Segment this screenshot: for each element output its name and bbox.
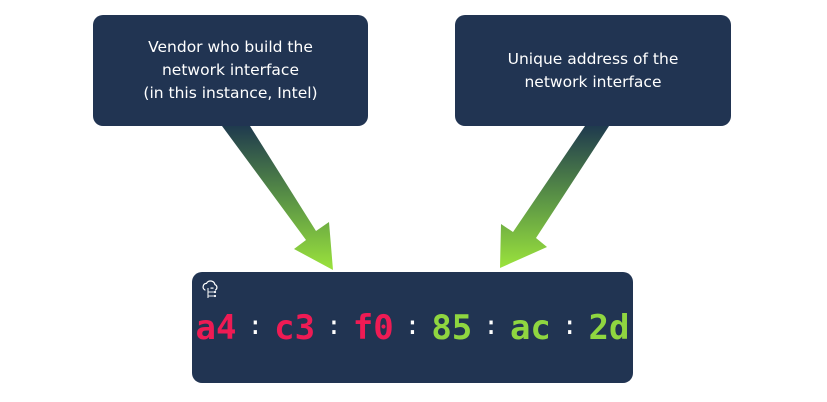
unique-callout-line-1: Unique address of the	[507, 49, 679, 68]
mac-octet-2: c3	[274, 308, 316, 348]
mac-address: a4 : c3 : f0 : 85 : ac : 2d	[192, 306, 633, 350]
unique-callout-line-2: network interface	[524, 72, 662, 91]
mac-separator: :	[247, 311, 264, 341]
mac-separator: :	[404, 311, 421, 341]
unique-address-callout: Unique address of the network interface	[455, 15, 731, 126]
mac-octet-5: ac	[509, 308, 551, 348]
mac-address-panel: a4 : c3 : f0 : 85 : ac : 2d	[192, 272, 633, 383]
cloud-network-logo-icon	[202, 280, 218, 298]
vendor-callout-line-2: network interface	[161, 61, 299, 79]
vendor-callout-line-3: (in this instance, Intel)	[143, 84, 318, 102]
mac-octet-4: 85	[431, 308, 473, 348]
mac-separator: :	[483, 311, 499, 341]
mac-octet-3: f0	[352, 308, 394, 348]
vendor-callout: Vendor who build the network interface (…	[93, 15, 368, 126]
mac-octet-1: a4	[195, 308, 237, 348]
unique-arrow-icon	[500, 126, 609, 268]
mac-separator: :	[326, 311, 342, 341]
vendor-arrow-icon	[222, 126, 333, 270]
mac-separator: :	[561, 311, 578, 341]
vendor-callout-line-1: Vendor who build the	[148, 38, 313, 56]
mac-octet-6: 2d	[588, 308, 630, 348]
